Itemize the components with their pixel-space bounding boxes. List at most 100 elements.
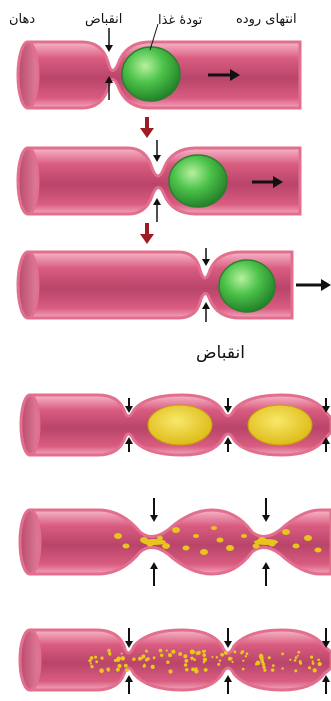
up-arrow-icon <box>125 437 133 452</box>
arrow-head <box>153 198 161 205</box>
chyme-blob <box>248 405 312 445</box>
tube-opening <box>18 42 38 108</box>
chyme-particle <box>313 668 317 672</box>
arrow-head <box>140 234 154 244</box>
arrow-head <box>150 515 158 522</box>
chyme-particle <box>202 653 206 657</box>
arrow-head <box>202 259 210 266</box>
chyme-particle <box>289 659 291 661</box>
chyme-particle <box>202 650 205 653</box>
chyme-blob <box>148 405 212 445</box>
chyme-particle <box>191 668 195 672</box>
chyme-particle <box>246 652 249 655</box>
label-contraction-segmentation: انقباض <box>196 343 245 363</box>
chyme-particle <box>203 658 207 662</box>
label-mouth: دهان <box>9 12 35 27</box>
chyme-particle <box>159 649 163 653</box>
chyme-particle <box>261 660 264 663</box>
arrow-head <box>224 437 232 444</box>
chyme-particle <box>231 661 233 663</box>
chyme-particle <box>297 655 299 657</box>
arrow-head <box>224 675 232 682</box>
chyme-particle <box>242 668 245 671</box>
chyme-particle <box>171 650 175 654</box>
chyme-particle <box>233 650 236 653</box>
arrow-head <box>125 675 133 682</box>
chyme-particle <box>88 659 91 662</box>
chyme-particle <box>142 539 166 545</box>
chyme-particle <box>220 653 224 657</box>
chyme-particle <box>310 656 313 659</box>
arrow-head <box>224 406 232 413</box>
peristalsis-panel-3 <box>18 252 292 318</box>
chyme-particle <box>185 668 188 671</box>
chyme-particle <box>114 659 117 662</box>
food-bolus <box>122 47 180 101</box>
chyme-particle <box>308 666 311 669</box>
chyme-particle <box>117 664 121 668</box>
label-food-bolus: تودهٔ غذا <box>158 13 202 28</box>
chyme-particle <box>304 535 312 541</box>
chyme-particle <box>166 650 168 652</box>
chyme-particle <box>226 545 234 551</box>
down-arrow-icon <box>224 398 232 413</box>
chyme-particle <box>99 668 104 673</box>
chyme-particle <box>123 544 130 549</box>
chyme-particle <box>183 654 187 658</box>
chyme-particle <box>272 664 275 667</box>
down-arrow-icon <box>150 498 158 522</box>
chyme-particle <box>196 652 199 655</box>
up-arrow-icon <box>202 302 210 322</box>
chyme-particle <box>293 544 300 549</box>
chyme-particle <box>297 651 300 654</box>
chyme-particle <box>219 660 221 662</box>
right-arrow-icon <box>296 279 331 291</box>
peristalsis-panel-1 <box>18 42 300 108</box>
tube-opening <box>20 630 40 690</box>
chyme-particle <box>95 660 98 663</box>
chyme-particle <box>151 665 155 669</box>
arrow-head <box>224 641 232 648</box>
chyme-particle <box>94 656 97 659</box>
down-arrow-icon <box>153 140 161 162</box>
chyme-particle <box>193 658 196 661</box>
down-arrow-icon <box>125 628 133 648</box>
chyme-particle <box>315 548 322 553</box>
chyme-particle <box>245 655 247 657</box>
step-down-arrow-icon <box>140 223 154 244</box>
chyme-particle <box>125 668 129 672</box>
chyme-particle <box>109 653 111 655</box>
arrow-head <box>105 45 113 52</box>
segmentation-panel-2 <box>20 510 331 574</box>
chyme-particle <box>107 669 110 672</box>
segmentation-panel-1 <box>21 395 331 455</box>
chyme-particle <box>216 656 218 658</box>
up-arrow-icon <box>322 675 330 694</box>
arrow-head <box>153 155 161 162</box>
tube-opening <box>20 510 40 574</box>
tube-opening <box>21 395 39 455</box>
chyme-particle <box>294 659 297 662</box>
chyme-particle <box>121 656 125 660</box>
chyme-particle <box>254 539 278 545</box>
chyme-particle <box>114 533 122 539</box>
up-arrow-icon <box>262 562 270 586</box>
chyme-particle <box>268 656 271 659</box>
up-arrow-icon <box>153 198 161 222</box>
chyme-particle <box>121 653 123 655</box>
label-contraction: انقباض <box>85 12 122 27</box>
chyme-particle <box>241 534 247 538</box>
chyme-particle <box>282 667 284 669</box>
chyme-particle <box>282 529 290 535</box>
chyme-particle <box>90 665 93 668</box>
arrow-head <box>262 562 270 569</box>
chyme-particle <box>153 656 156 659</box>
chyme-particle <box>312 662 315 665</box>
food-bolus <box>169 155 227 207</box>
label-intestine-end: انتهای روده <box>236 12 297 27</box>
up-arrow-icon <box>224 437 232 452</box>
chyme-particle <box>166 661 169 664</box>
down-arrow-icon <box>202 248 210 266</box>
tube-body <box>30 510 331 574</box>
